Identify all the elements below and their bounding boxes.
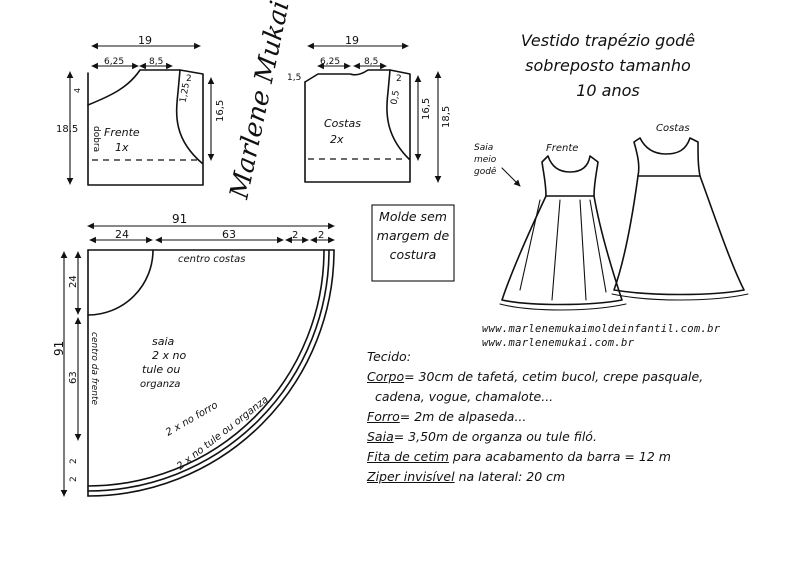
front-dress-folds <box>519 199 607 301</box>
back-height-far: 18,5 <box>441 106 452 128</box>
skirt-main-l4: organza <box>140 379 180 390</box>
front-neck-label: 8,5 <box>149 57 163 67</box>
zipper-text: na lateral: 20 cm <box>454 469 566 484</box>
back-dress-hem-layer <box>611 293 749 301</box>
skirt-hem-main <box>87 249 325 487</box>
front-left-drop: 4 <box>73 88 82 93</box>
skirt-left-total: 91 <box>52 341 66 356</box>
back-height-right: 16,5 <box>421 98 432 120</box>
skirt-layer2-label: 2 <box>318 230 324 241</box>
illus-skirt-l3: godê <box>474 166 497 177</box>
skirt-inner-label: 24 <box>115 228 129 241</box>
skirt-main-label: 63 <box>222 228 236 241</box>
front-dress-bodice <box>541 155 599 197</box>
skirt-hem-layer1 <box>87 249 330 492</box>
back-neckline <box>304 69 391 83</box>
lining-text: = 2m de alpaseda... <box>399 409 527 424</box>
body-fabric-text-2: cadena, vogue, chamalote... <box>375 389 554 404</box>
back-shoulder-label: 6,25 <box>320 57 340 67</box>
back-bodice: 19 1,5 6,25 8,5 2 0,5 16,5 18,5 Costas 2… <box>287 34 452 183</box>
front-shoulder-label: 6,25 <box>104 57 124 67</box>
front-piece-qty: 1x <box>115 141 129 154</box>
front-right-drop: 2 <box>186 74 192 84</box>
back-dress-bodice <box>633 137 701 177</box>
front-dress-skirt <box>501 195 623 306</box>
skirt-layer1-label: 2 <box>292 230 298 241</box>
front-height-left: 18,5 <box>56 124 78 135</box>
front-dress-label: Frente <box>546 143 578 154</box>
skirt-total-label: 91 <box>172 212 187 226</box>
front-fold-label: dobra <box>91 126 101 152</box>
website-url-1[interactable]: www.marlenemukaimoldeinfantil.com.br <box>482 323 721 335</box>
skirt-band2: 2 x no tule ou organza <box>175 394 271 472</box>
front-armhole-depth: 1,25 <box>179 82 192 103</box>
skirt-waist-curve <box>87 249 154 316</box>
back-neck-label: 8,5 <box>364 57 378 67</box>
skirt-band1: 2 x no forro <box>164 400 220 439</box>
title-line-2: sobreposto tamanho <box>525 56 691 75</box>
front-width-label: 19 <box>138 34 152 47</box>
skirt-hem-layer2 <box>87 249 335 497</box>
skirt-fabric-text: = 3,50m de organza ou tule filó. <box>393 429 597 444</box>
front-dress-hem-layer <box>499 303 627 311</box>
note-line-2: margem de <box>376 228 450 243</box>
seam-allowance-note: Molde sem margem de costura <box>373 207 453 264</box>
skirt-fabric-label: Saia <box>367 429 394 444</box>
title-line-3: 10 anos <box>576 81 640 100</box>
back-armhole-depth: 0,5 <box>390 90 402 106</box>
skirt-left-l2: 2 <box>69 476 79 482</box>
back-bodice-outline <box>304 69 411 183</box>
skirt-left-inner: 24 <box>68 275 79 288</box>
illus-pointer-arrow <box>501 167 521 187</box>
front-bodice: 19 6,25 8,5 4 18,5 dobra 2 1,25 16,5 Fre… <box>56 34 226 186</box>
lining-label: Forro <box>367 409 400 424</box>
dress-illustration-back: Costas <box>611 123 749 301</box>
title-line-1: Vestido trapézio godê <box>520 31 696 50</box>
back-piece-label: Costas <box>324 117 361 130</box>
back-right-drop: 2 <box>396 74 402 84</box>
illus-skirt-l1: Saia <box>474 143 493 153</box>
pattern-title: Vestido trapézio godê sobreposto tamanho… <box>498 28 718 103</box>
illus-skirt-l2: meio <box>474 155 497 165</box>
skirt-left-main: 63 <box>68 371 79 384</box>
fabric-heading: Tecido: <box>367 349 411 364</box>
back-left-drop: 1,5 <box>287 73 301 83</box>
dress-illustration-front: Frente <box>499 143 627 311</box>
fabric-notes: Tecido: Corpo= 30cm de tafetá, cetim buc… <box>367 347 787 487</box>
website-url-2[interactable]: www.marlenemukai.com.br <box>482 337 635 349</box>
center-back-label: centro costas <box>178 254 245 265</box>
front-piece-label: Frente <box>104 126 140 139</box>
skirt-left-l1: 2 <box>69 458 79 464</box>
skirt-main-l1: saia <box>152 335 175 348</box>
back-dress-skirt <box>613 175 745 296</box>
back-dress-label: Costas <box>656 123 690 134</box>
body-fabric-text: = 30cm de tafetá, cetim bucol, crepe pas… <box>404 369 704 384</box>
note-line-1: Molde sem <box>379 209 447 224</box>
body-fabric-label: Corpo <box>367 369 405 384</box>
back-piece-qty: 2x <box>330 133 344 146</box>
back-width-label: 19 <box>345 34 359 47</box>
ribbon-text: para acabamento da barra = 12 m <box>448 449 671 464</box>
front-neckline <box>87 69 181 106</box>
website-links: www.marlenemukaimoldeinfantil.com.br www… <box>482 322 720 350</box>
ribbon-label: Fita de cetim <box>367 449 449 464</box>
skirt-main-l2: 2 x no <box>152 349 186 362</box>
skirt-pattern: 91 24 63 2 2 24 91 63 2 2 centro costas … <box>52 212 335 497</box>
front-bodice-outline <box>87 69 204 186</box>
front-height-right: 16,5 <box>215 100 226 122</box>
signature: Marlene Mukai <box>224 0 295 202</box>
note-line-3: costura <box>389 247 437 262</box>
skirt-main-l3: tule ou <box>142 363 180 376</box>
center-front-label: centro da frente <box>89 332 99 406</box>
zipper-label: Ziper invisível <box>367 469 455 484</box>
note-box-frame <box>371 204 455 282</box>
